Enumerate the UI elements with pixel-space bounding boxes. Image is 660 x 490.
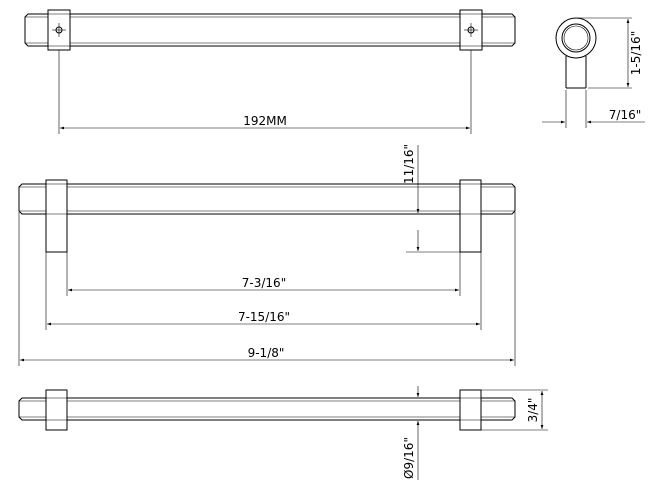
side-view: 11/16" 7-3/16" 7-15/16" 9-1/8": [18, 144, 516, 366]
end-view: 1-5/16" 7/16": [542, 17, 645, 128]
dim-post-width: 3/4": [526, 398, 540, 423]
dim-center-to-center: 192MM: [243, 114, 287, 128]
bottom-view: 3/4" Ø9/16": [18, 386, 548, 480]
dim-end-height: 1-5/16": [629, 31, 643, 75]
dim-end-base-width: 7/16": [609, 108, 641, 122]
dim-post-height: 11/16": [402, 144, 416, 184]
dim-post-outer-length: 7-15/16": [238, 310, 290, 324]
dim-bar-diameter: Ø9/16": [402, 437, 416, 479]
dim-inner-length: 7-3/16": [242, 276, 286, 290]
top-view: 192MM: [24, 9, 516, 134]
dim-overall-length: 9-1/8": [248, 346, 285, 360]
